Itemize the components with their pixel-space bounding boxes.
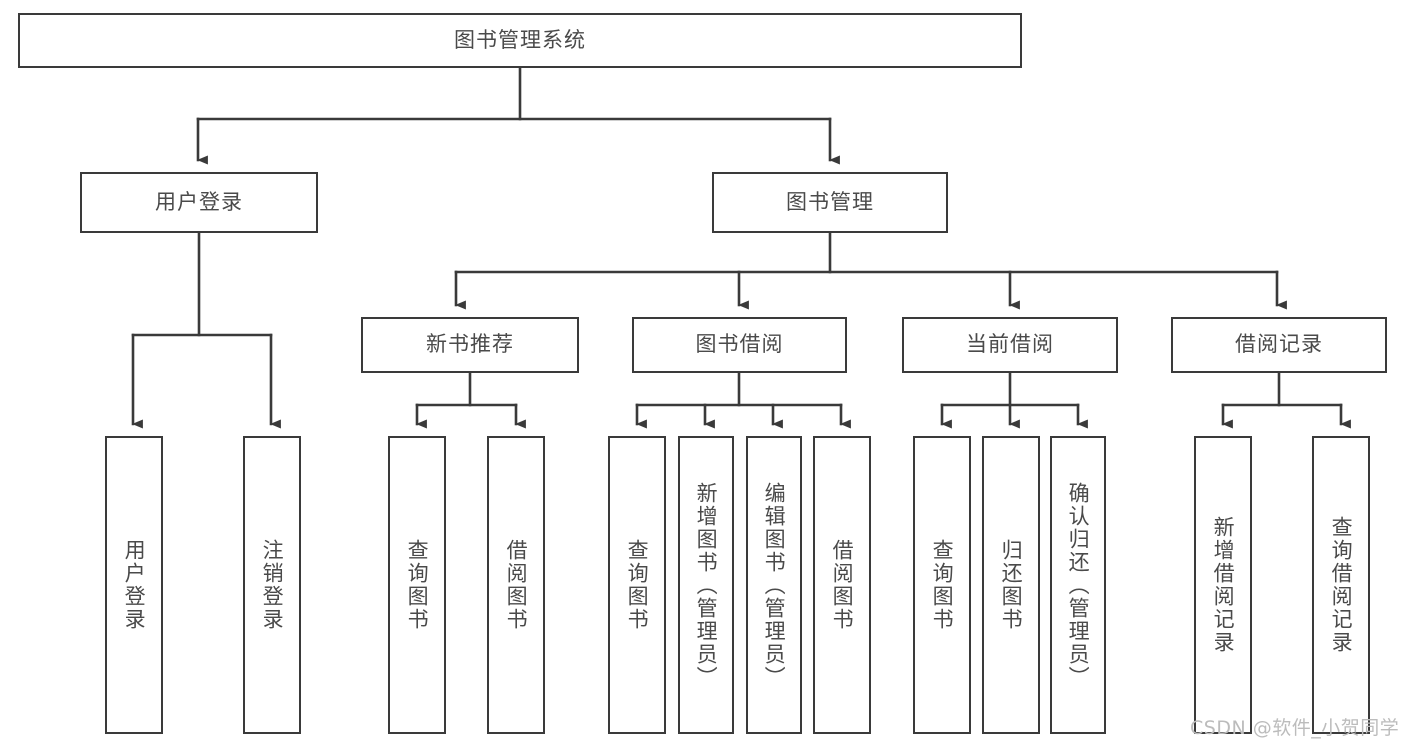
node-new_book_rec[interactable]: 新书推荐 <box>361 317 579 373</box>
node-root[interactable]: 图书管理系统 <box>18 13 1022 68</box>
node-current_borrow[interactable]: 当前借阅 <box>902 317 1118 373</box>
node-label: 借阅图书 <box>504 539 529 631</box>
node-label: 查询图书 <box>625 539 650 631</box>
node-label: 注销登录 <box>260 539 285 631</box>
node-leaf_return_book[interactable]: 归还图书 <box>982 436 1040 734</box>
node-book_borrow[interactable]: 图书借阅 <box>632 317 847 373</box>
node-label: 归还图书 <box>999 539 1024 631</box>
node-leaf_edit_book[interactable]: 编辑图书（管理员） <box>746 436 802 734</box>
node-book_manage[interactable]: 图书管理 <box>712 172 948 233</box>
node-label: 查询图书 <box>405 539 430 631</box>
node-leaf_confirm_return[interactable]: 确认归还（管理员） <box>1050 436 1106 734</box>
node-label: 查询图书 <box>930 539 955 631</box>
node-label: 图书借阅 <box>695 332 784 357</box>
node-leaf_add_book[interactable]: 新增图书（管理员） <box>678 436 734 734</box>
node-label: 用户登录 <box>122 539 147 631</box>
node-label: 新书推荐 <box>426 332 514 357</box>
node-leaf_query_record[interactable]: 查询借阅记录 <box>1312 436 1370 734</box>
node-label: 新增借阅记录 <box>1211 516 1236 654</box>
node-label: 用户登录 <box>155 189 243 214</box>
node-label: 借阅图书 <box>830 539 855 631</box>
node-label: 查询借阅记录 <box>1329 516 1354 654</box>
watermark-text: CSDN @软件_小贺同学 <box>1190 717 1400 739</box>
node-leaf_query_book_2[interactable]: 查询图书 <box>608 436 666 734</box>
node-label: 编辑图书（管理员） <box>762 481 787 689</box>
node-label: 新增图书（管理员） <box>694 481 719 689</box>
node-label: 确认归还（管理员） <box>1066 481 1091 689</box>
node-leaf_add_record[interactable]: 新增借阅记录 <box>1194 436 1252 734</box>
node-user_login[interactable]: 用户登录 <box>80 172 318 233</box>
node-leaf_query_book_1[interactable]: 查询图书 <box>388 436 446 734</box>
node-label: 当前借阅 <box>966 332 1054 357</box>
node-label: 图书管理系统 <box>454 27 586 52</box>
node-label: 图书管理 <box>786 189 874 214</box>
node-leaf_query_book_3[interactable]: 查询图书 <box>913 436 971 734</box>
node-leaf_logout[interactable]: 注销登录 <box>243 436 301 734</box>
node-leaf_borrow_book_2[interactable]: 借阅图书 <box>813 436 871 734</box>
node-label: 借阅记录 <box>1235 332 1323 357</box>
node-leaf_borrow_book_1[interactable]: 借阅图书 <box>487 436 545 734</box>
node-borrow_record[interactable]: 借阅记录 <box>1171 317 1387 373</box>
node-leaf_user_login[interactable]: 用户登录 <box>105 436 163 734</box>
